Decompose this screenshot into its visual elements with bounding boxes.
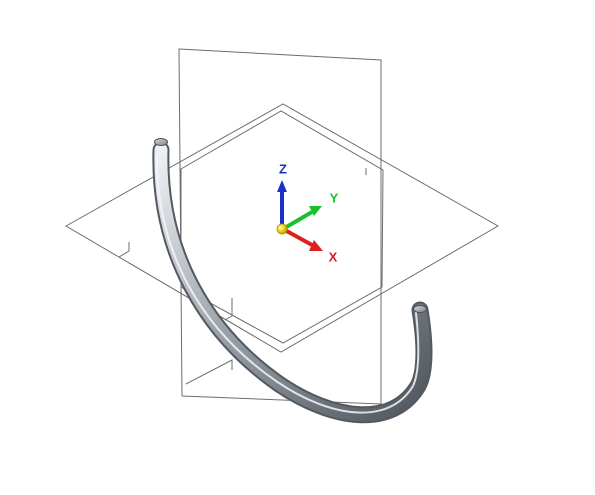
coordinate-triad[interactable]: Z Y X xyxy=(276,161,339,264)
x-axis-arrowhead xyxy=(309,240,323,251)
y-axis-label: Y xyxy=(330,190,339,205)
swept-pipe[interactable] xyxy=(152,138,433,424)
y-axis-arrowhead xyxy=(309,206,322,216)
y-axis-line xyxy=(281,210,314,231)
x-axis-label: X xyxy=(329,249,338,264)
pipe-shadow xyxy=(152,141,433,424)
x-axis-line xyxy=(282,227,313,247)
top-datum-plane[interactable] xyxy=(180,110,384,344)
z-axis-arrowhead xyxy=(277,180,287,192)
pipe-start-cap xyxy=(154,138,168,146)
pipe-highlight xyxy=(155,152,420,414)
plane-corner-handle-left xyxy=(118,242,130,258)
plane-corner-handle-bottom xyxy=(224,298,233,321)
plane-corner-handle-bottom-low xyxy=(185,359,233,385)
origin-point[interactable] xyxy=(276,223,288,235)
pipe-body xyxy=(154,143,431,422)
z-axis-label: Z xyxy=(279,161,287,176)
pipe-end-cap xyxy=(413,305,427,313)
